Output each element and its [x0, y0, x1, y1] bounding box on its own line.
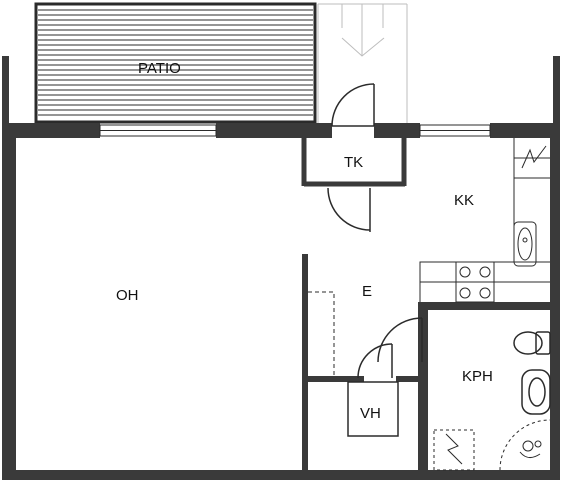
room-label-oh: OH	[116, 287, 139, 304]
tk-walls	[301, 138, 407, 187]
window-icon	[99, 124, 491, 137]
room-label-patio: PATIO	[138, 60, 181, 77]
toilet-icon	[513, 331, 551, 355]
patio-deck	[34, 2, 317, 124]
outer-walls	[2, 123, 560, 480]
room-label-vh: VH	[360, 405, 381, 422]
tk-door-swing	[327, 187, 371, 232]
entrance-arrow-icon	[341, 4, 385, 57]
stove-icon	[455, 261, 495, 303]
kph-door-swing	[377, 317, 423, 363]
sink-icon	[513, 221, 537, 267]
room-label-kk: KK	[454, 192, 474, 209]
appliance-icon	[514, 145, 550, 179]
patio-post-left	[2, 56, 9, 124]
wardrobe-outline	[308, 291, 335, 376]
washbasin-icon	[521, 369, 551, 415]
vh-door-swing	[357, 343, 393, 379]
patio-post-right	[553, 56, 560, 124]
room-label-kph: KPH	[462, 368, 493, 385]
room-label-tk: TK	[344, 154, 363, 171]
water-heater-icon	[433, 429, 475, 471]
room-label-e: E	[362, 283, 372, 300]
shower-icon	[499, 419, 551, 471]
entrance-stairs	[317, 3, 408, 123]
door-swing-icon	[331, 83, 375, 127]
interior-walls	[302, 254, 558, 474]
vh-cabinet	[347, 381, 399, 437]
